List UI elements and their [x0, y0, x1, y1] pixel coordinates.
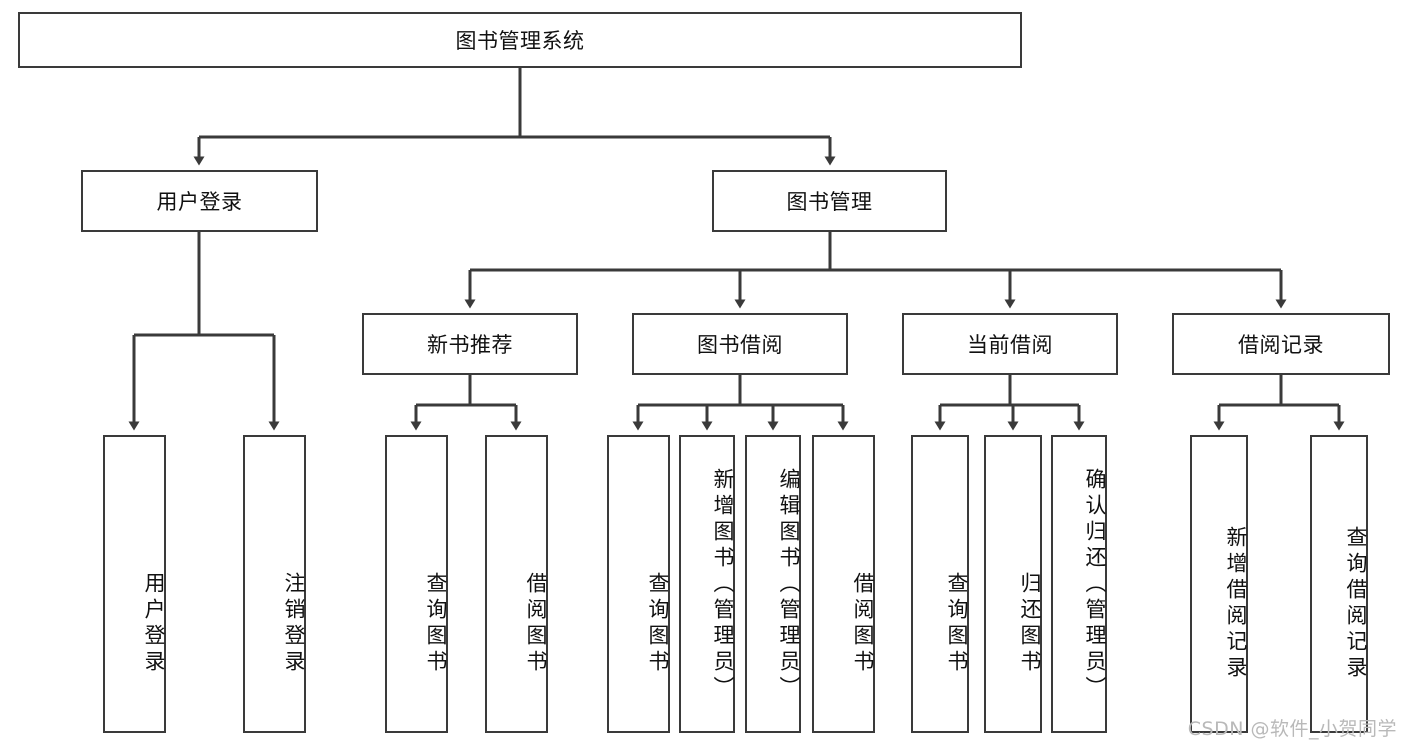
leaf-return-book[interactable]: 归还图书: [984, 435, 1042, 733]
leaf-query-book-current[interactable]: 查询图书: [911, 435, 969, 733]
leaf-query-borrow-record[interactable]: 查询借阅记录: [1310, 435, 1368, 733]
leaf-query-book-borrow[interactable]: 查询图书: [607, 435, 670, 733]
leaf-edit-book-admin-label: 编辑图书（管理员）: [777, 468, 801, 702]
leaf-borrow-book-recommend-label: 借阅图书: [524, 572, 548, 676]
leaf-query-book-recommend[interactable]: 查询图书: [385, 435, 448, 733]
node-borrow-record-label: 借阅记录: [1238, 333, 1324, 357]
node-user-login[interactable]: 用户登录: [81, 170, 318, 232]
node-book-borrow-label: 图书借阅: [697, 333, 783, 357]
leaf-borrow-book[interactable]: 借阅图书: [812, 435, 875, 733]
leaf-edit-book-admin[interactable]: 编辑图书（管理员）: [745, 435, 801, 733]
leaf-add-borrow-record[interactable]: 新增借阅记录: [1190, 435, 1248, 733]
leaf-confirm-return-admin[interactable]: 确认归还（管理员）: [1051, 435, 1107, 733]
node-new-book-recommend-label: 新书推荐: [427, 333, 513, 357]
node-current-borrow[interactable]: 当前借阅: [902, 313, 1118, 375]
leaf-query-book-current-label: 查询图书: [945, 572, 969, 676]
leaf-add-borrow-record-label: 新增借阅记录: [1224, 525, 1248, 682]
leaf-user-login[interactable]: 用户登录: [103, 435, 166, 733]
node-book-management[interactable]: 图书管理: [712, 170, 947, 232]
node-new-book-recommend[interactable]: 新书推荐: [362, 313, 578, 375]
leaf-query-borrow-record-label: 查询借阅记录: [1344, 525, 1368, 682]
leaf-logout-label: 注销登录: [282, 572, 306, 676]
node-book-borrow[interactable]: 图书借阅: [632, 313, 848, 375]
node-book-management-label: 图书管理: [786, 190, 873, 214]
node-root[interactable]: 图书管理系统: [18, 12, 1022, 68]
node-root-label: 图书管理系统: [455, 29, 585, 53]
leaf-borrow-book-recommend[interactable]: 借阅图书: [485, 435, 548, 733]
node-current-borrow-label: 当前借阅: [967, 333, 1053, 357]
node-user-login-label: 用户登录: [156, 190, 243, 214]
leaf-borrow-book-label: 借阅图书: [851, 572, 875, 676]
watermark: CSDN @软件_小贺同学: [1187, 718, 1397, 740]
leaf-user-login-label: 用户登录: [142, 572, 166, 676]
node-borrow-record[interactable]: 借阅记录: [1172, 313, 1390, 375]
leaf-query-book-recommend-label: 查询图书: [424, 572, 448, 676]
leaf-add-book-admin-label: 新增图书（管理员）: [711, 468, 735, 702]
leaf-add-book-admin[interactable]: 新增图书（管理员）: [679, 435, 735, 733]
leaf-query-book-borrow-label: 查询图书: [646, 572, 670, 676]
leaf-return-book-label: 归还图书: [1018, 572, 1042, 676]
leaf-logout[interactable]: 注销登录: [243, 435, 306, 733]
leaf-confirm-return-admin-label: 确认归还（管理员）: [1083, 468, 1107, 702]
